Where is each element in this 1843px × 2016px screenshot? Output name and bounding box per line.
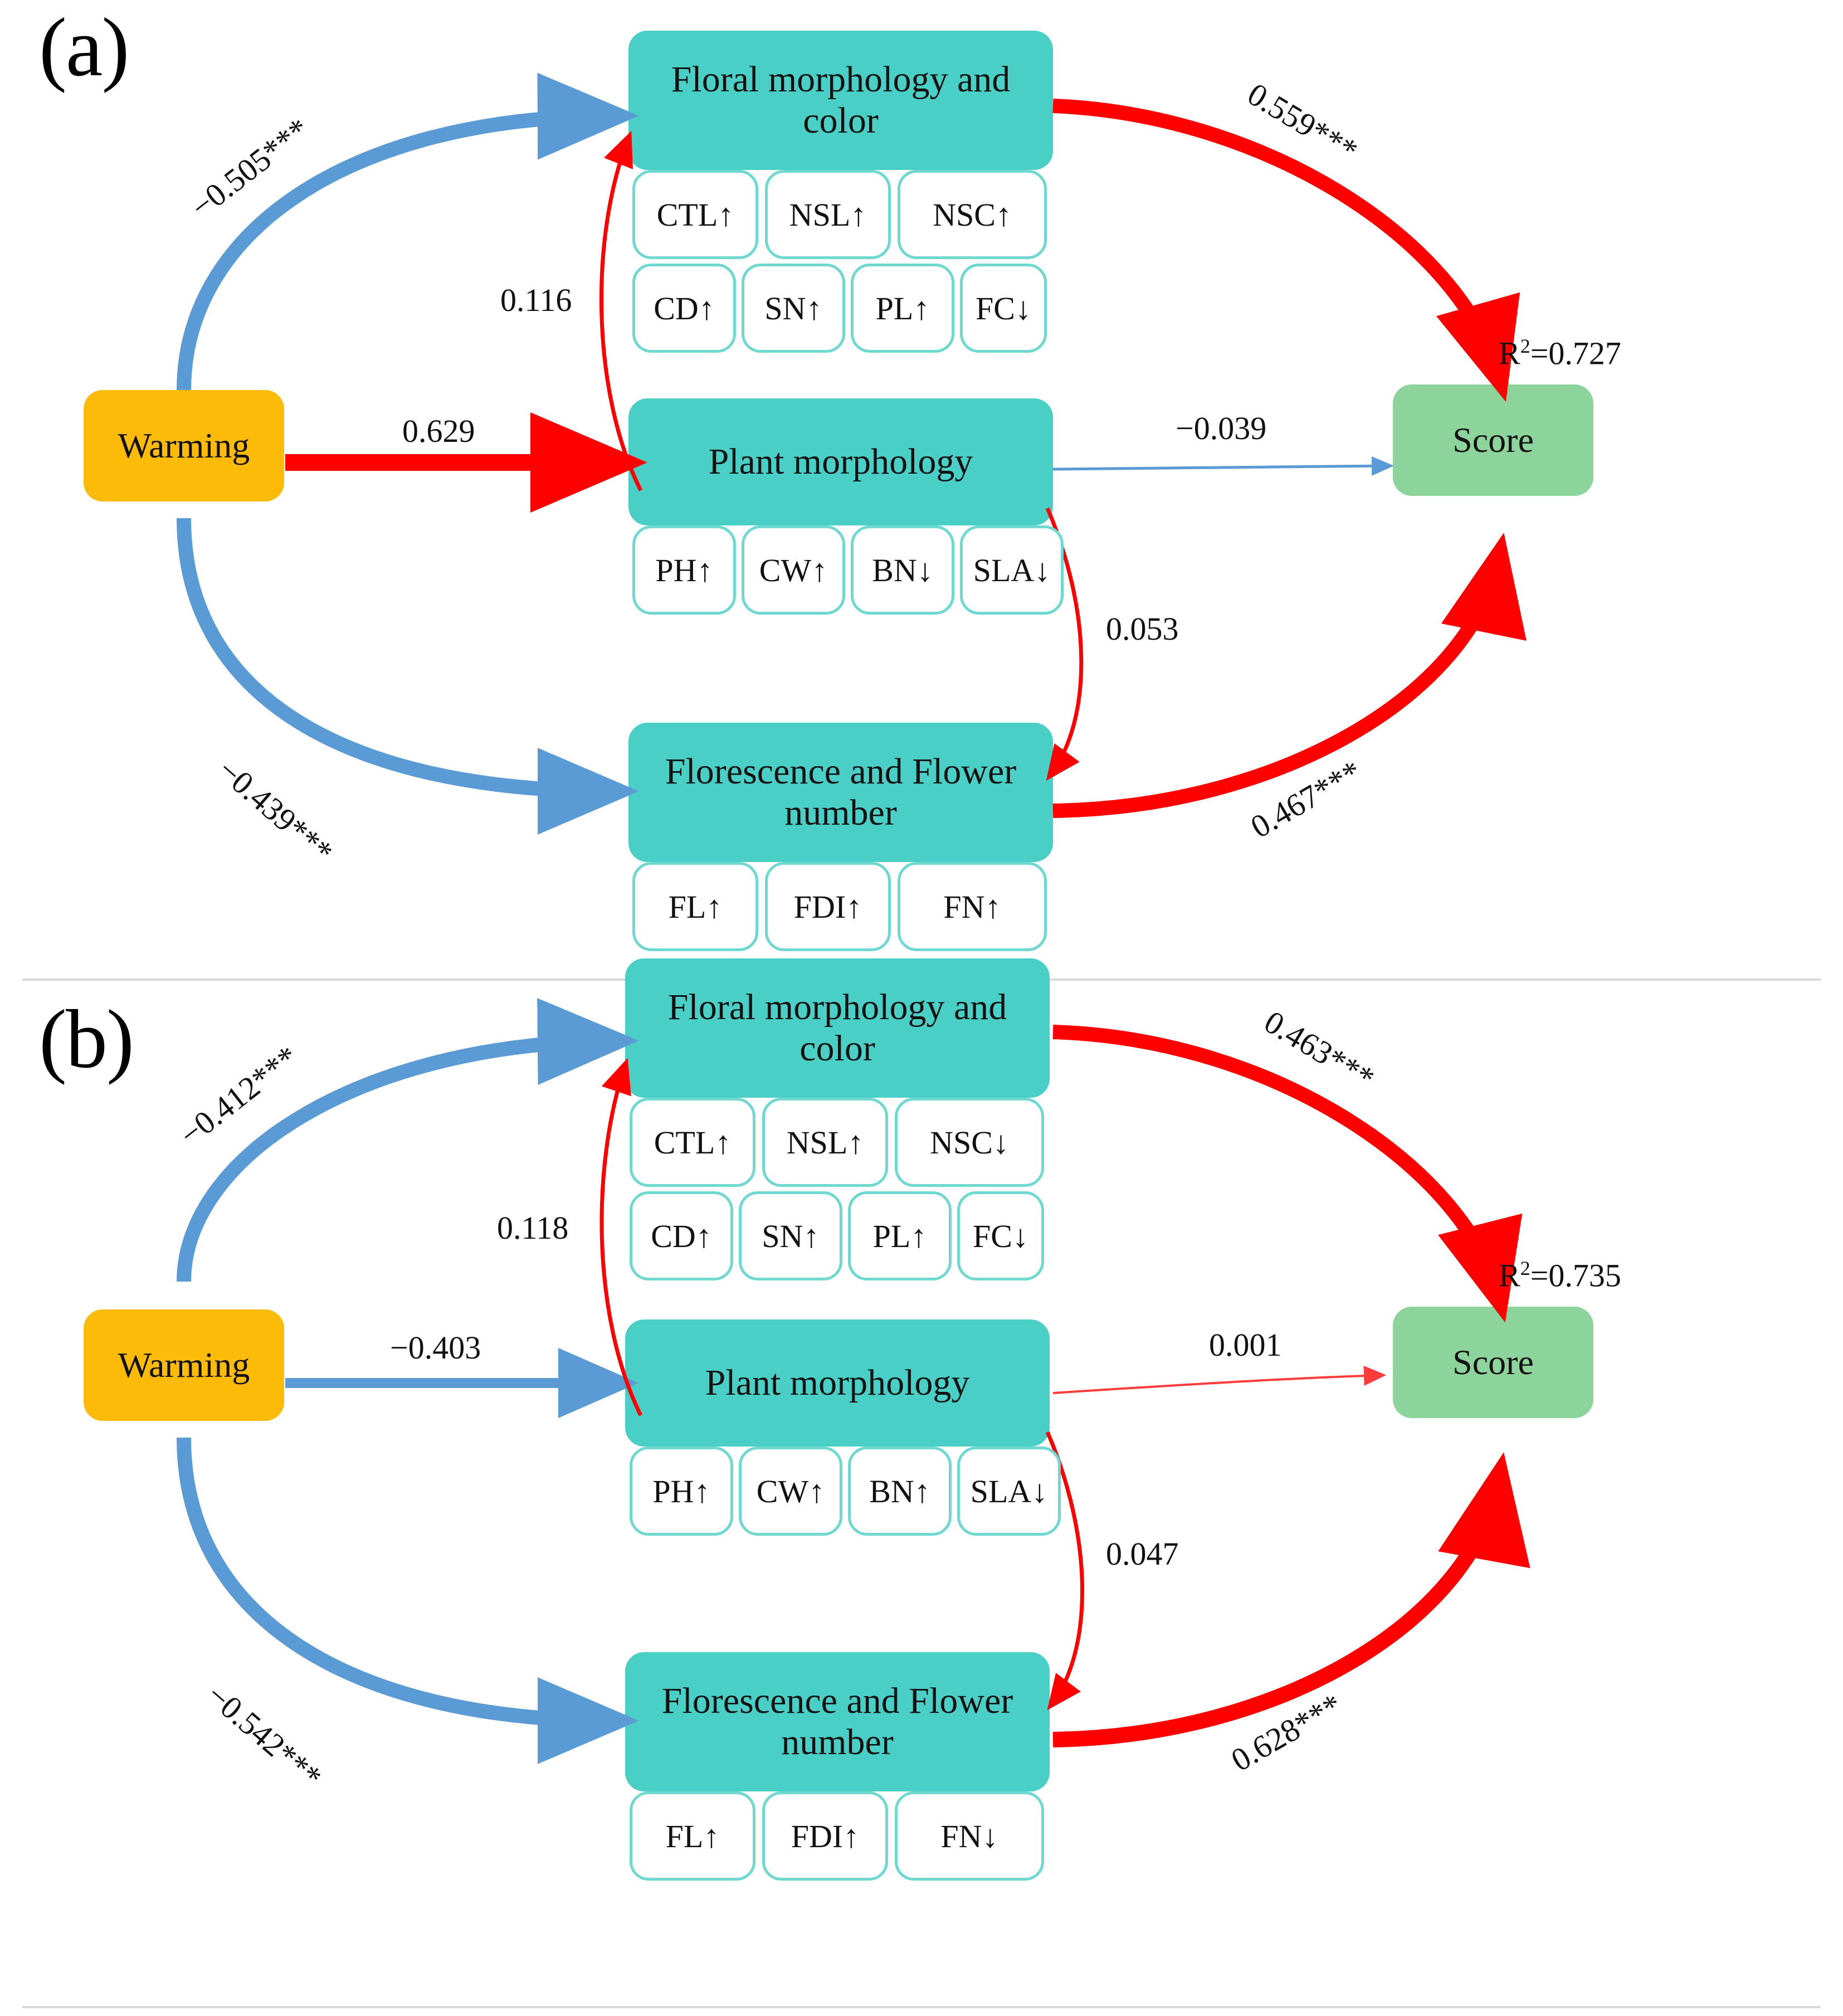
panel-a-edges [177, 72, 1527, 835]
node-plant-a-label: Plant morphology [708, 441, 973, 483]
chip-a-fl-1[interactable]: FDI↑ [765, 862, 891, 951]
chip-b-fl-0[interactable]: FL↑ [630, 1791, 755, 1881]
chip-b-f1-2[interactable]: NSC↓ [895, 1098, 1044, 1187]
chip-b-p-3[interactable]: SLA↓ [957, 1447, 1061, 1536]
edge-warming-floral [177, 72, 639, 391]
node-plant-b-label: Plant morphology [705, 1362, 970, 1404]
chip-b-p-2[interactable]: BN↑ [848, 1447, 952, 1536]
node-score-b[interactable]: Score [1393, 1307, 1593, 1418]
edge-plant-score-b [1052, 1365, 1386, 1394]
node-florescence-b[interactable]: Florescence and Flower number [625, 1652, 1050, 1791]
coef-b-plant-floral: 0.118 [497, 1210, 569, 1246]
coef-a-warming-plant: 0.629 [402, 413, 475, 449]
node-warming-b-label: Warming [118, 1345, 250, 1385]
panel-b-edges [177, 998, 1530, 1764]
chip-b-p-1[interactable]: CW↑ [739, 1447, 842, 1536]
chip-b-fl-1[interactable]: FDI↑ [762, 1791, 888, 1881]
chip-b-f2-1[interactable]: SN↑ [739, 1191, 842, 1280]
chip-b-f2-0[interactable]: CD↑ [630, 1191, 733, 1280]
chip-b-f2-2[interactable]: PL↑ [848, 1191, 952, 1280]
node-plant-a[interactable]: Plant morphology [628, 398, 1053, 525]
node-score-a[interactable]: Score [1393, 384, 1593, 496]
edge-plant-score [1052, 456, 1394, 476]
chip-b-fl-2[interactable]: FN↓ [895, 1791, 1044, 1881]
coef-b-plant-score: 0.001 [1209, 1327, 1282, 1363]
edge-plant-floral-b [599, 1058, 643, 1416]
node-plant-b[interactable]: Plant morphology [625, 1319, 1050, 1447]
chip-b-f1-1[interactable]: NSL↑ [762, 1098, 888, 1187]
chip-a-p-2[interactable]: BN↓ [851, 525, 954, 615]
node-warming-a[interactable]: Warming [84, 390, 284, 501]
node-floral-a-label: Floral morphology and color [671, 59, 1011, 141]
coef-a-plant-floral: 0.116 [500, 282, 572, 318]
r-squared-a-value: =0.727 [1530, 335, 1621, 372]
node-warming-a-label: Warming [118, 426, 250, 466]
chip-a-p-0[interactable]: PH↑ [632, 525, 736, 615]
edge-florescence-score-b [1052, 1452, 1530, 1747]
chip-a-f1-2[interactable]: NSC↑ [898, 170, 1047, 259]
panel-a: (a) Warming Score R2=0.727 Floral morpho… [0, 0, 1843, 981]
edge-warming-florescence [177, 518, 639, 835]
edge-floral-score-b [1052, 1025, 1523, 1323]
chip-a-f1-1[interactable]: NSL↑ [765, 170, 891, 259]
chip-a-f2-3[interactable]: FC↓ [960, 264, 1047, 353]
edge-plant-florescence-b [1045, 1431, 1084, 1711]
panel-a-label: (a) [39, 1, 129, 94]
panel-b: (b) Warming Score R2=0.735 Floral morpho… [0, 958, 1843, 2016]
chip-a-p-1[interactable]: CW↑ [742, 525, 845, 615]
r-squared-b: R2=0.735 [1499, 1257, 1621, 1294]
node-score-b-label: Score [1452, 1342, 1534, 1382]
chip-a-f2-2[interactable]: PL↑ [851, 264, 954, 353]
r-squared-b-value: =0.735 [1530, 1257, 1621, 1294]
edge-floral-score [1052, 99, 1520, 402]
chip-a-f1-0[interactable]: CTL↑ [632, 170, 758, 259]
node-floral-a[interactable]: Floral morphology and color [628, 31, 1053, 170]
chip-a-p-3[interactable]: SLA↓ [960, 525, 1064, 615]
chip-a-fl-0[interactable]: FL↑ [632, 862, 758, 951]
node-florescence-b-label: Florescence and Flower number [661, 1681, 1013, 1762]
panel-b-label: (b) [39, 993, 134, 1085]
chip-a-f2-0[interactable]: CD↑ [632, 264, 736, 353]
chip-a-f2-1[interactable]: SN↑ [742, 264, 845, 353]
edge-warming-floral-b [177, 998, 639, 1282]
chip-a-fl-2[interactable]: FN↑ [898, 862, 1047, 951]
node-florescence-a-label: Florescence and Flower number [665, 751, 1017, 833]
node-warming-b[interactable]: Warming [84, 1309, 284, 1421]
edge-warming-florescence-b [177, 1437, 639, 1764]
coef-b-warming-plant: −0.403 [390, 1330, 481, 1366]
chip-b-f1-0[interactable]: CTL↑ [630, 1098, 755, 1187]
coef-b-plant-florescence: 0.047 [1106, 1536, 1179, 1572]
chip-b-p-0[interactable]: PH↑ [630, 1447, 733, 1536]
edge-florescence-score [1052, 533, 1527, 818]
coef-a-plant-score: −0.039 [1176, 410, 1267, 446]
node-floral-b[interactable]: Floral morphology and color [625, 958, 1050, 1098]
node-floral-b-label: Floral morphology and color [667, 987, 1007, 1069]
node-score-a-label: Score [1452, 420, 1534, 460]
coef-a-plant-florescence: 0.053 [1106, 611, 1179, 647]
chip-b-f2-3[interactable]: FC↓ [957, 1191, 1044, 1280]
panel-divider-bottom [22, 2006, 1821, 2008]
edge-plant-floral [599, 130, 643, 491]
node-florescence-a[interactable]: Florescence and Flower number [628, 723, 1053, 862]
r-squared-a: R2=0.727 [1499, 335, 1621, 372]
